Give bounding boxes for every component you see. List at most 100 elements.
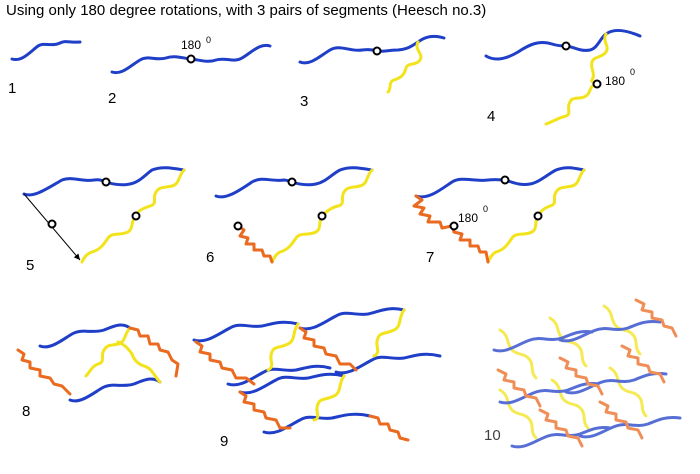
yellow-segment-rotated bbox=[80, 214, 138, 264]
panel-3: 3 bbox=[298, 34, 446, 110]
rotation-center bbox=[131, 211, 141, 221]
rotation-center bbox=[101, 177, 111, 187]
blue-segment-rotated bbox=[503, 166, 586, 186]
orange-segment bbox=[238, 390, 292, 430]
blue-segment-rotated bbox=[564, 28, 642, 52]
step-number-2: 2 bbox=[108, 90, 116, 107]
orange-segment bbox=[634, 298, 678, 338]
rotation-center bbox=[561, 41, 571, 51]
blue-segment bbox=[10, 40, 82, 62]
yellow-segment bbox=[498, 388, 538, 440]
rotation-center bbox=[592, 79, 602, 89]
orange-segment bbox=[194, 340, 256, 386]
yellow-segment bbox=[134, 168, 186, 218]
rotation-label: 180 bbox=[181, 38, 201, 52]
rotation-label: 180 bbox=[458, 211, 478, 225]
rotation-center bbox=[449, 221, 459, 231]
blue-segment bbox=[498, 382, 600, 405]
blue-segment-rotated bbox=[290, 166, 374, 187]
panel-8: 8 bbox=[16, 323, 180, 420]
panel-4: 180 0 4 bbox=[484, 28, 642, 126]
degree-mark: 0 bbox=[206, 35, 211, 45]
blue-segment-rotated bbox=[189, 43, 272, 63]
rotation-center bbox=[233, 221, 243, 231]
blue-segment bbox=[298, 46, 379, 65]
orange-segment bbox=[368, 414, 410, 442]
rotation-label: 180 bbox=[605, 74, 625, 88]
step-number-1: 1 bbox=[8, 80, 16, 97]
orange-segment bbox=[496, 368, 542, 408]
step-number-9: 9 bbox=[220, 433, 228, 450]
panel-10: 10 bbox=[484, 298, 682, 449]
yellow-segment bbox=[372, 308, 406, 358]
panel-6: 6 bbox=[206, 166, 374, 266]
blue-segment bbox=[214, 177, 294, 199]
yellow-segment-rotated bbox=[270, 214, 324, 264]
panel-2: 180 0 2 bbox=[108, 35, 272, 107]
rotation-center bbox=[500, 175, 510, 185]
blue-segment bbox=[38, 323, 132, 349]
yellow-segment bbox=[536, 168, 586, 218]
yellow-segment bbox=[550, 378, 590, 430]
step-number-10: 10 bbox=[484, 427, 501, 444]
rotation-center bbox=[533, 211, 543, 221]
rotation-center bbox=[186, 54, 196, 64]
step-number-3: 3 bbox=[300, 93, 308, 110]
step-number-5: 5 bbox=[26, 257, 34, 274]
orange-segment-rotated bbox=[452, 230, 490, 264]
yellow-segment-rotated bbox=[116, 340, 162, 384]
yellow-segment bbox=[84, 326, 132, 378]
blue-segment-rotated bbox=[375, 34, 446, 53]
blue-segment bbox=[226, 364, 332, 387]
blue-segment bbox=[238, 372, 346, 395]
yellow-segment bbox=[608, 366, 648, 418]
orange-segment bbox=[598, 400, 644, 440]
blue-segment-rotated bbox=[68, 377, 162, 403]
rotation-center bbox=[317, 211, 327, 221]
orange-segment-rotated bbox=[128, 326, 180, 378]
orange-segment bbox=[538, 408, 584, 448]
step-number-8: 8 bbox=[22, 403, 30, 420]
panel-9: 9 bbox=[192, 307, 442, 450]
degree-mark: 0 bbox=[630, 67, 635, 77]
yellow-segment bbox=[312, 374, 346, 422]
step-number-6: 6 bbox=[206, 249, 214, 266]
orange-segment bbox=[620, 344, 666, 384]
panel-5: 5 bbox=[22, 166, 186, 274]
blue-segment bbox=[414, 177, 507, 199]
step-number-4: 4 bbox=[487, 108, 495, 125]
yellow-segment bbox=[266, 322, 300, 372]
yellow-segment bbox=[590, 32, 609, 86]
rotation-center bbox=[372, 46, 382, 56]
blue-segment bbox=[510, 426, 612, 449]
rotation-center bbox=[47, 219, 57, 229]
blue-segment bbox=[558, 320, 662, 343]
blue-segment bbox=[564, 372, 668, 395]
figure-title: Using only 180 degree rotations, with 3 … bbox=[6, 2, 487, 19]
blue-segment bbox=[110, 55, 193, 75]
orange-segment bbox=[236, 224, 274, 264]
orange-segment bbox=[298, 326, 358, 372]
blue-segment bbox=[262, 412, 372, 435]
rotation-center bbox=[287, 177, 297, 187]
yellow-segment bbox=[386, 40, 423, 94]
orange-segment bbox=[558, 356, 604, 396]
blue-segment bbox=[192, 320, 300, 343]
blue-segment-rotated bbox=[104, 166, 186, 187]
orange-segment bbox=[412, 194, 456, 234]
yellow-segment-rotated bbox=[486, 214, 540, 264]
blue-segment bbox=[492, 330, 594, 353]
yellow-segment bbox=[320, 168, 374, 218]
orange-segment bbox=[16, 348, 72, 396]
yellow-segment bbox=[548, 316, 588, 368]
degree-mark: 0 bbox=[483, 204, 488, 214]
panel-7: 180 0 7 bbox=[412, 166, 586, 266]
blue-segment bbox=[298, 307, 406, 331]
blue-segment bbox=[578, 416, 682, 439]
yellow-segment bbox=[498, 328, 538, 380]
blue-segment bbox=[484, 40, 568, 61]
panel-1: 1 bbox=[8, 40, 82, 97]
yellow-segment-rotated bbox=[544, 82, 599, 126]
blue-segment bbox=[22, 177, 108, 197]
